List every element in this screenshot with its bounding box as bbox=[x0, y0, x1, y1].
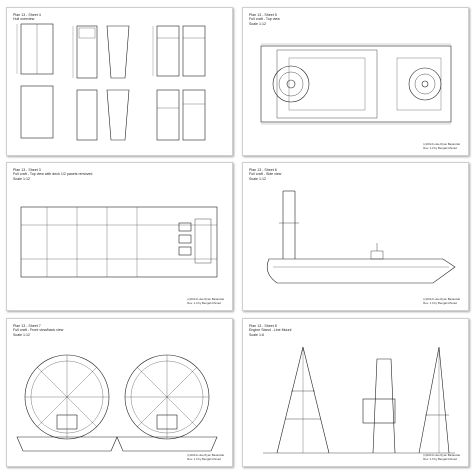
sheet-view-title: Full craft - Side view bbox=[249, 172, 282, 177]
sheet-view-title: Engine Stand - Line Mount bbox=[249, 328, 292, 333]
sheet-plan-number: Plan 13 - Sheet 6 bbox=[249, 168, 277, 172]
sheet-scale: Scale 1:6 bbox=[249, 332, 264, 337]
sheet-plan-number: Plan 13 - Sheet 3 bbox=[13, 168, 41, 172]
plan-sheet-top-view-deck-removed[interactable]: Plan 13 - Sheet 3 Full craft - Top view … bbox=[6, 162, 233, 311]
sheet-view-title: Hull overview bbox=[13, 17, 35, 22]
sheet-plan-number: Plan 13 - Sheet 8 bbox=[249, 324, 277, 328]
plan-sheet-hull-overview[interactable]: Plan 13 - Sheet 4 Hull overview bbox=[6, 7, 233, 156]
sheet-header: Plan 13 - Sheet 7 Full craft - Front vie… bbox=[13, 324, 63, 337]
plan-sheet-front-back-view[interactable]: Plan 13 - Sheet 7 Full craft - Front vie… bbox=[6, 318, 233, 467]
sheet-credit: (c)2014 Luke Ryan Banaszak Rev. 1.0 by B… bbox=[187, 453, 224, 461]
sheet-scale: Scale 1:12 bbox=[249, 21, 266, 26]
top-view-drawing bbox=[260, 43, 452, 125]
plan-sheet-engine-stand[interactable]: Plan 13 - Sheet 8 Engine Stand - Line Mo… bbox=[242, 318, 469, 467]
sheet-credit: (c)2014 Luke Ryan Banaszak Rev. 1.0 by B… bbox=[423, 142, 460, 150]
side-view-drawing bbox=[266, 190, 456, 284]
sheet-view-title: Full craft - Top view with deck 1/2 pane… bbox=[13, 172, 93, 177]
hull-overview-drawing bbox=[16, 23, 206, 141]
sheet-plan-number: Plan 13 - Sheet 7 bbox=[13, 324, 41, 328]
sheet-plan-number: Plan 13 - Sheet 4 bbox=[13, 13, 41, 17]
sheet-credit: (c)2014 Luke Ryan Banaszak Rev. 1.0 by B… bbox=[187, 297, 224, 305]
sheet-header: Plan 13 - Sheet 6 Full craft - Side view… bbox=[249, 168, 281, 181]
sheet-header: Plan 13 - Sheet 5 Full craft - Top view … bbox=[249, 13, 280, 26]
deck-removed-drawing bbox=[20, 206, 218, 278]
sheet-view-title: Full craft - Top view bbox=[249, 17, 280, 22]
sheet-scale: Scale 1:12 bbox=[249, 176, 266, 181]
sheet-credit: (c)2014 Luke Ryan Banaszak Rev. 1.0 by B… bbox=[423, 297, 460, 305]
sheet-header: Plan 13 - Sheet 4 Hull overview bbox=[13, 13, 41, 22]
plan-sheet-top-view[interactable]: Plan 13 - Sheet 5 Full craft - Top view … bbox=[242, 7, 469, 156]
sheet-scale: Scale 1:12 bbox=[13, 176, 30, 181]
sheet-view-title: Full craft - Front view/back view bbox=[13, 328, 64, 333]
front-back-view-drawing bbox=[16, 354, 218, 452]
sheet-header: Plan 13 - Sheet 8 Engine Stand - Line Mo… bbox=[249, 324, 292, 337]
sheet-plan-number: Plan 13 - Sheet 5 bbox=[249, 13, 277, 17]
sheet-header: Plan 13 - Sheet 3 Full craft - Top view … bbox=[13, 168, 92, 181]
plan-sheet-side-view[interactable]: Plan 13 - Sheet 6 Full craft - Side view… bbox=[242, 162, 469, 311]
sheet-scale: Scale 1:12 bbox=[13, 332, 30, 337]
engine-stand-drawing bbox=[263, 346, 455, 454]
sheet-credit: (c)2014 Luke Ryan Banaszak Rev. 1.0 by B… bbox=[423, 453, 460, 461]
